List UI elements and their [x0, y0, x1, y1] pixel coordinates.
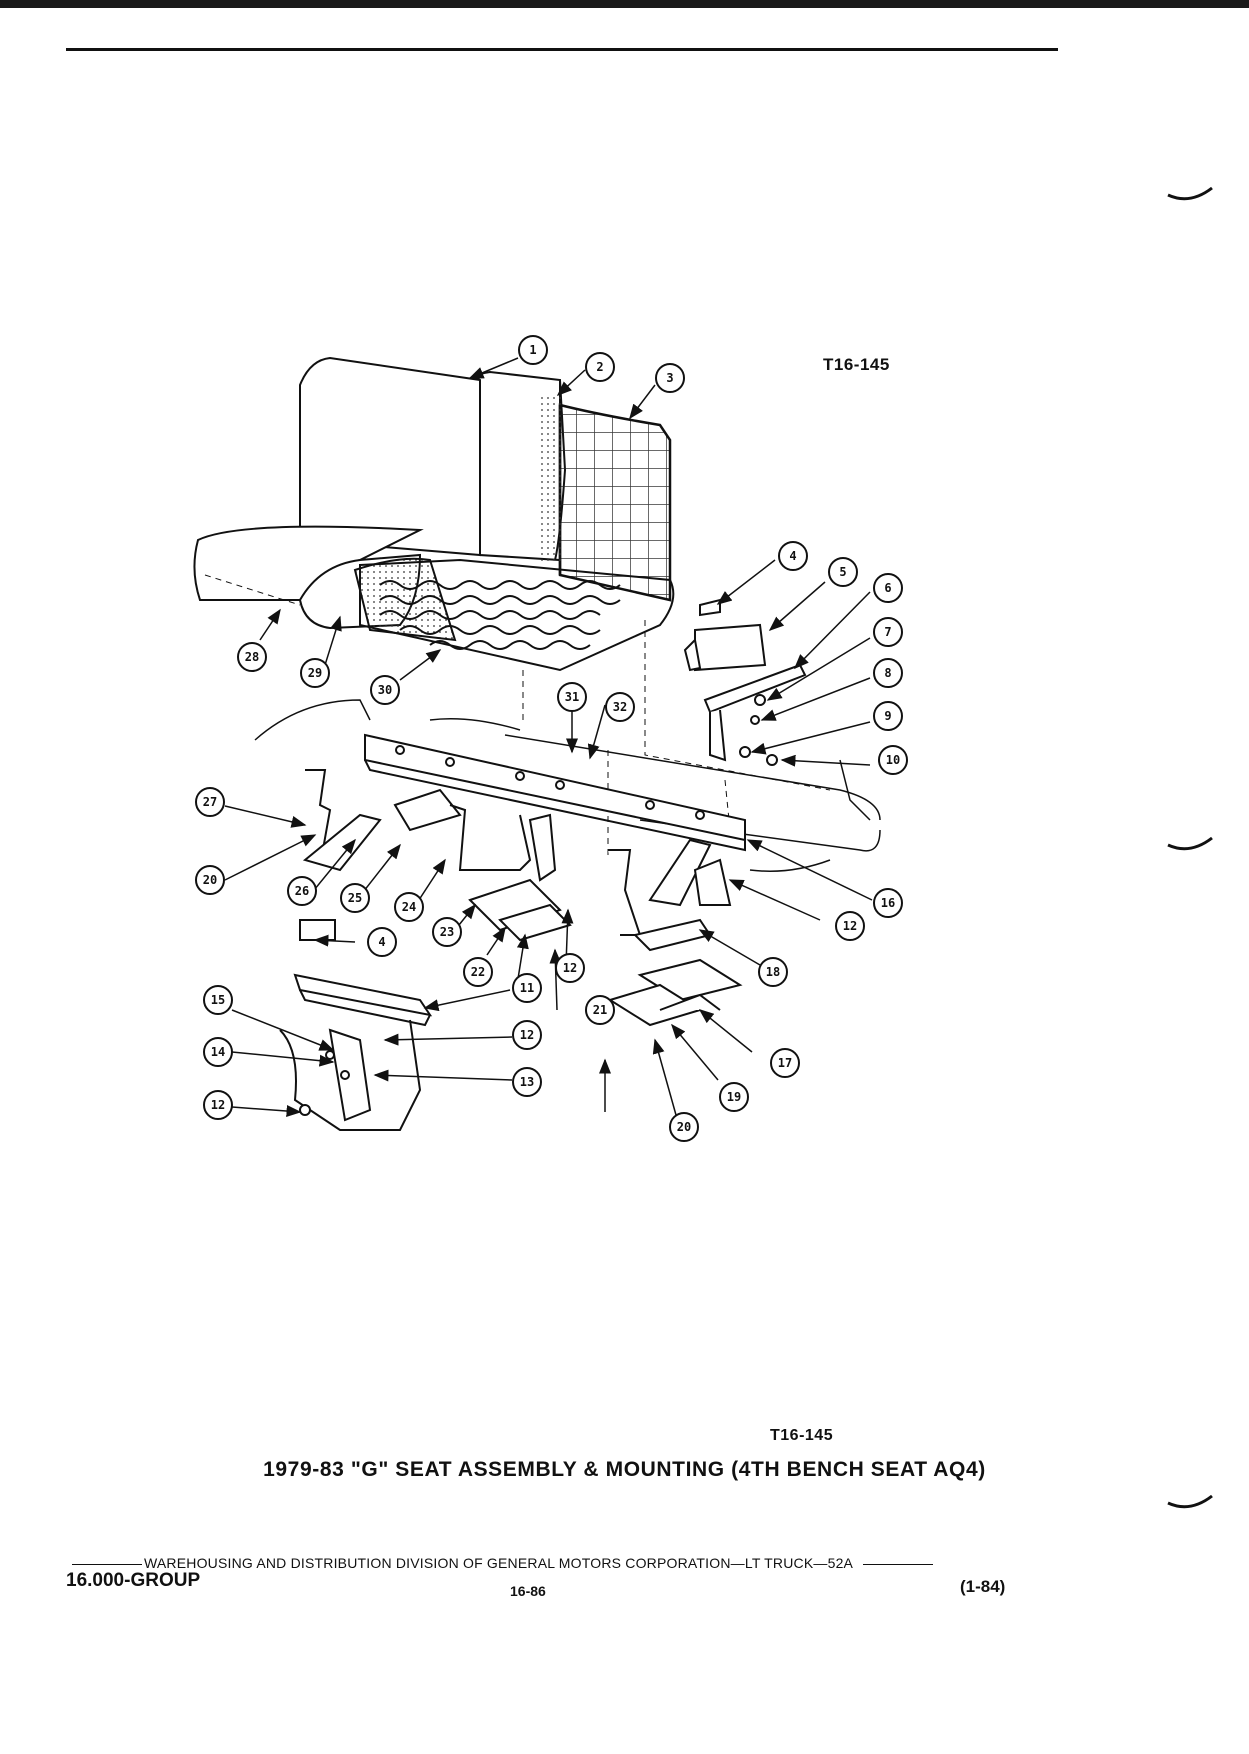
callout-19: 19	[719, 1082, 749, 1112]
svg-text:12: 12	[211, 1098, 225, 1112]
callout-1: 1	[518, 335, 548, 365]
svg-text:28: 28	[245, 650, 259, 664]
svg-text:12: 12	[520, 1028, 534, 1042]
svg-text:24: 24	[402, 900, 416, 914]
callout-4b: 4	[367, 927, 397, 957]
svg-text:3: 3	[666, 371, 673, 385]
callout-20a: 20	[195, 865, 225, 895]
svg-text:29: 29	[308, 666, 322, 680]
svg-text:21: 21	[593, 1003, 607, 1017]
seat-spring-frame	[359, 558, 675, 672]
svg-text:15: 15	[211, 993, 225, 1007]
figure-caption: 1979-83 "G" SEAT ASSEMBLY & MOUNTING (4T…	[263, 1458, 986, 1481]
callout-27: 27	[195, 787, 225, 817]
svg-text:8: 8	[884, 666, 891, 680]
binder-marks	[1167, 186, 1213, 1509]
mounting-rail	[364, 733, 746, 852]
svg-text:7: 7	[884, 625, 891, 639]
seat-legs	[302, 769, 732, 936]
footer-dash-left	[72, 1563, 142, 1565]
callout-9: 9	[873, 701, 903, 731]
side-armrest	[279, 919, 433, 1131]
callout-3: 3	[655, 363, 685, 393]
svg-text:32: 32	[613, 700, 627, 714]
scan-top-border	[0, 0, 1249, 8]
callout-26: 26	[287, 876, 317, 906]
floor-outline	[254, 699, 881, 872]
callout-11: 11	[512, 973, 542, 1003]
callout-12c: 12	[512, 1020, 542, 1050]
footer-publisher-text: WAREHOUSING AND DISTRIBUTION DIVISION OF…	[144, 1555, 854, 1571]
callout-5: 5	[828, 557, 858, 587]
svg-text:31: 31	[565, 690, 579, 704]
svg-text:2: 2	[596, 360, 603, 374]
svg-text:13: 13	[520, 1075, 534, 1089]
svg-text:17: 17	[778, 1056, 792, 1070]
callout-8: 8	[873, 658, 903, 688]
callout-10: 10	[878, 745, 908, 775]
svg-text:14: 14	[211, 1045, 225, 1059]
svg-text:9: 9	[884, 709, 891, 723]
callout-24: 24	[394, 892, 424, 922]
callout-22: 22	[463, 957, 493, 987]
callout-15: 15	[203, 985, 233, 1015]
svg-text:12: 12	[563, 961, 577, 975]
callout-12d: 12	[203, 1090, 233, 1120]
footer-group: 16.000-GROUP	[66, 1570, 201, 1591]
callouts: 1 2 3 4 5 6 7 8 9 10 16 12 18 17 19 20 2…	[195, 335, 908, 1142]
svg-text:30: 30	[378, 683, 392, 697]
footer-dash-right	[863, 1563, 934, 1565]
svg-text:5: 5	[839, 565, 846, 579]
callout-6: 6	[873, 573, 903, 603]
svg-text:12: 12	[843, 919, 857, 933]
callout-28: 28	[237, 642, 267, 672]
footer-date: (1-84)	[960, 1577, 1006, 1596]
callout-12b: 12	[555, 953, 585, 983]
footer-publisher-line: WAREHOUSING AND DISTRIBUTION DIVISION OF…	[70, 1555, 935, 1571]
callout-13: 13	[512, 1067, 542, 1097]
callout-23: 23	[432, 917, 462, 947]
callout-18: 18	[758, 957, 788, 987]
floor-plates	[468, 878, 743, 1027]
svg-text:10: 10	[886, 753, 900, 767]
armrest	[683, 598, 807, 762]
svg-text:22: 22	[471, 965, 485, 979]
svg-text:4: 4	[378, 935, 385, 949]
svg-text:23: 23	[440, 925, 454, 939]
svg-text:27: 27	[203, 795, 217, 809]
callout-29: 29	[300, 658, 330, 688]
callout-21: 21	[585, 995, 615, 1025]
hardware	[739, 694, 778, 766]
callout-31: 31	[557, 682, 587, 712]
svg-text:1: 1	[529, 343, 536, 357]
header-rule	[66, 48, 1058, 51]
callout-12a: 12	[835, 911, 865, 941]
footer-page-number: 16-86	[510, 1583, 546, 1599]
svg-text:11: 11	[520, 981, 534, 995]
callout-16: 16	[873, 888, 903, 918]
leader-arrows	[224, 357, 873, 1117]
callout-20b: 20	[669, 1112, 699, 1142]
svg-text:20: 20	[203, 873, 217, 887]
svg-text:18: 18	[766, 965, 780, 979]
svg-text:16: 16	[881, 896, 895, 910]
callout-4a: 4	[778, 541, 808, 571]
svg-text:6: 6	[884, 581, 891, 595]
callout-7: 7	[873, 617, 903, 647]
callout-30: 30	[370, 675, 400, 705]
callout-17: 17	[770, 1048, 800, 1078]
seat-back-pad	[540, 395, 562, 565]
figure-code-top: T16-145	[823, 355, 890, 374]
svg-text:4: 4	[789, 549, 796, 563]
callout-2: 2	[585, 352, 615, 382]
svg-text:25: 25	[348, 891, 362, 905]
figure-code-bottom: T16-145	[770, 1427, 834, 1444]
svg-text:19: 19	[727, 1090, 741, 1104]
callout-32: 32	[605, 692, 635, 722]
callout-25: 25	[340, 883, 370, 913]
svg-text:26: 26	[295, 884, 309, 898]
svg-text:20: 20	[677, 1120, 691, 1134]
callout-14: 14	[203, 1037, 233, 1067]
